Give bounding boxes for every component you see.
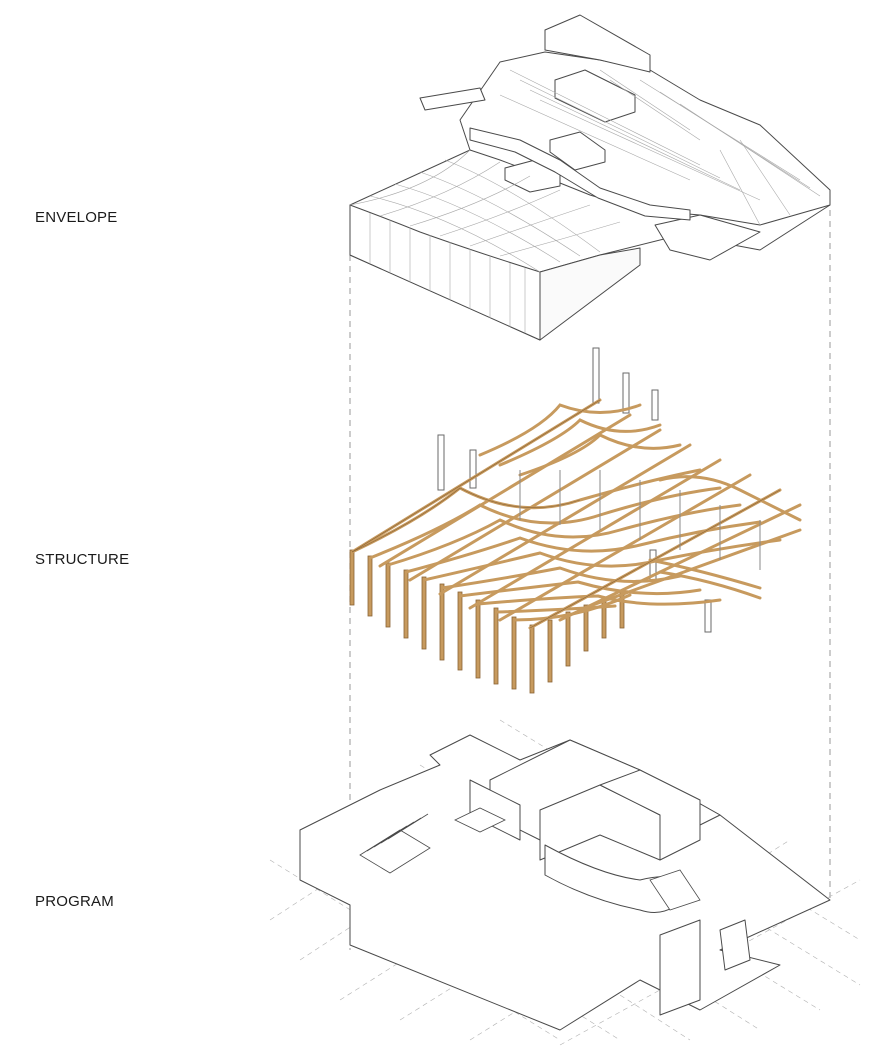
structure-beams bbox=[350, 398, 802, 630]
program-stairs bbox=[359, 807, 701, 911]
structure-layer bbox=[349, 347, 802, 694]
envelope-grid bbox=[349, 69, 821, 333]
envelope-layer bbox=[349, 14, 831, 341]
program-room-wall-1 bbox=[469, 779, 521, 841]
envelope-side-wall bbox=[539, 247, 641, 341]
program-rooms bbox=[469, 739, 751, 1016]
alignment-guides bbox=[349, 210, 831, 950]
structure-beam-edges bbox=[351, 399, 781, 629]
program-room-fin bbox=[719, 919, 751, 971]
envelope-front-wall bbox=[349, 204, 541, 341]
structure-posts bbox=[349, 549, 625, 694]
program-room-tower bbox=[659, 919, 701, 1016]
structure-interior-columns bbox=[519, 470, 761, 570]
envelope-walkway bbox=[469, 127, 691, 221]
program-layer-label: PROGRAM bbox=[35, 893, 114, 910]
envelope-skylight-1 bbox=[554, 69, 636, 123]
structure-columns bbox=[437, 347, 712, 633]
envelope-layer-label: ENVELOPE bbox=[35, 209, 118, 226]
program-layer bbox=[269, 719, 861, 1046]
program-room-block-2 bbox=[599, 769, 701, 861]
envelope-bridge bbox=[419, 87, 486, 111]
envelope-rooftop-box bbox=[544, 14, 651, 73]
envelope-skylight-2 bbox=[549, 131, 606, 171]
structure-layer-label: STRUCTURE bbox=[35, 551, 130, 568]
envelope-canopy bbox=[654, 214, 761, 261]
